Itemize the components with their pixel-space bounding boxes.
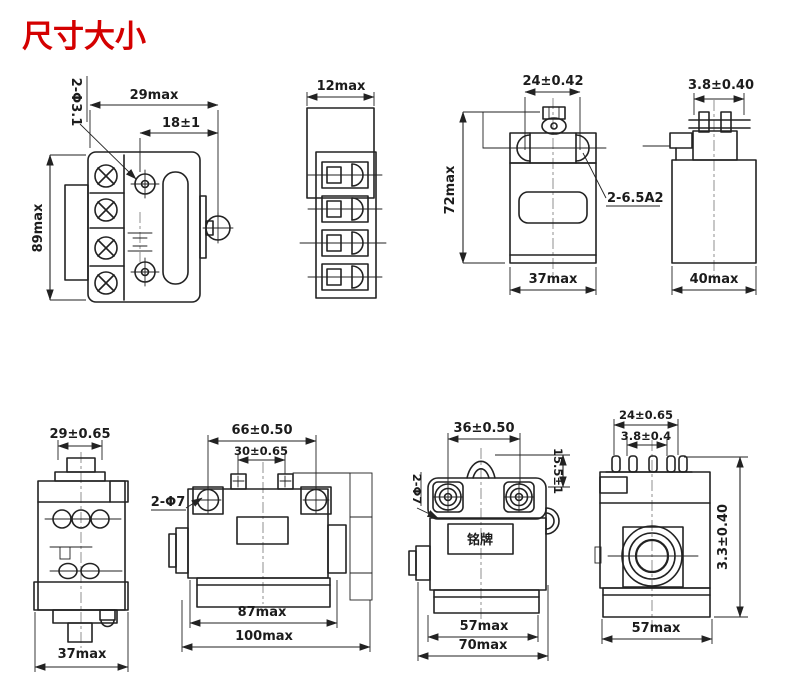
- d3-head-width-dim: 24±0.42: [522, 74, 583, 89]
- d5-width-dim: 37max: [58, 647, 107, 662]
- d5-holes: [44, 509, 123, 580]
- d7-plunger-height-dim: 15.5±1: [551, 448, 565, 494]
- d5-dimensions: 29±0.65 37max: [34, 427, 129, 672]
- d8-width-dim: 57max: [632, 621, 681, 636]
- d7-dimensions: 36±0.50 15.5±1 2-Φ7 57max 70max: [410, 421, 570, 661]
- d1-inner-width-dim: 18±1: [162, 116, 200, 131]
- d3-dimensions: 24±0.42 72max 37max 2-6.5A2: [443, 74, 664, 295]
- d1-mounting-holes: [127, 169, 160, 287]
- drawing-8-side-view: 24±0.65 3.8±0.4 3.3±0.40 57max: [594, 408, 748, 644]
- d2-dimensions: 12max: [306, 79, 375, 106]
- d6-body-width-dim: 87max: [238, 605, 287, 620]
- drawing-5-side-view: 29±0.65 37max: [33, 427, 129, 672]
- d3-plunger: [541, 106, 567, 135]
- d7-head: [427, 477, 547, 520]
- page-title: 尺寸大小: [22, 19, 146, 55]
- d1-dimensions: 29max 18±1 89max 2-Φ3.1: [31, 76, 219, 301]
- d7-total-width-dim: 70max: [459, 638, 508, 653]
- d1-hole-label: 2-Φ3.1: [68, 78, 83, 127]
- d7-nameplate-label: 铭牌: [467, 532, 493, 548]
- drawing-3-front-view: 24±0.42 72max 37max 2-6.5A2: [443, 74, 664, 295]
- drawing-7-front-view: 铭牌 36±0.50 15.5±1 2-Φ7 57max 70max: [408, 421, 570, 661]
- d4-pin-width-dim: 3.8±0.40: [688, 78, 754, 93]
- d3-body: [509, 162, 597, 264]
- d7-mount-span-dim: 36±0.50: [453, 421, 514, 436]
- d2-body: [306, 107, 377, 299]
- d5-plunger: [52, 609, 118, 643]
- d5-top-width-dim: 29±0.65: [49, 427, 110, 442]
- drawing-2-side-view: 12max: [299, 79, 387, 299]
- d6-total-width-dim: 100max: [235, 629, 293, 644]
- d1-terminal-screws: [94, 164, 118, 295]
- d3-height-dim: 72max: [443, 165, 458, 214]
- d8-pin-width-dim: 3.8±0.4: [621, 429, 671, 443]
- d4-body: [642, 130, 757, 264]
- d6-hole-label: 2-Φ7: [151, 495, 186, 510]
- d6-dimensions: 66±0.50 30±0.65 87max 100max 2-Φ7: [151, 423, 371, 652]
- d1-height-dim: 89max: [31, 203, 46, 252]
- d4-pins: [688, 111, 751, 133]
- d7-dome: [466, 460, 496, 479]
- d4-dimensions: 3.8±0.40 40max: [671, 78, 757, 295]
- d8-dimensions: 24±0.65 3.8±0.4 3.3±0.40 57max: [601, 408, 748, 644]
- d7-hole-label: 2-Φ7: [410, 474, 424, 505]
- d8-pins: [605, 455, 693, 473]
- d6-body: [168, 472, 373, 608]
- d6-mount-span-dim: 66±0.50: [231, 423, 292, 438]
- d7-side-bump: [545, 507, 560, 535]
- d7-body-width-dim: 57max: [460, 619, 509, 634]
- drawing-1-front-view: 29max 18±1 89max 2-Φ3.1: [31, 76, 234, 303]
- drawing-4-side-view: 3.8±0.40 40max: [642, 78, 757, 295]
- d8-height-dim: 3.3±0.40: [716, 504, 731, 570]
- d1-width-dim: 29max: [130, 88, 179, 103]
- d3-hole-label: 2-6.5A2: [607, 191, 664, 206]
- d2-width-dim: 12max: [317, 79, 366, 94]
- d6-tab-span-dim: 30±0.65: [234, 444, 288, 458]
- d7-body: 铭牌: [408, 517, 547, 614]
- d1-body: [64, 151, 207, 303]
- d8-body: [594, 471, 711, 618]
- d8-top-width-dim: 24±0.65: [619, 408, 673, 422]
- d2-terminals: [299, 161, 387, 291]
- drawing-6-front-view: 66±0.50 30±0.65 87max 100max 2-Φ7: [151, 423, 373, 652]
- d4-width-dim: 40max: [690, 272, 739, 287]
- d6-holes: [194, 486, 330, 514]
- d3-width-dim: 37max: [529, 272, 578, 287]
